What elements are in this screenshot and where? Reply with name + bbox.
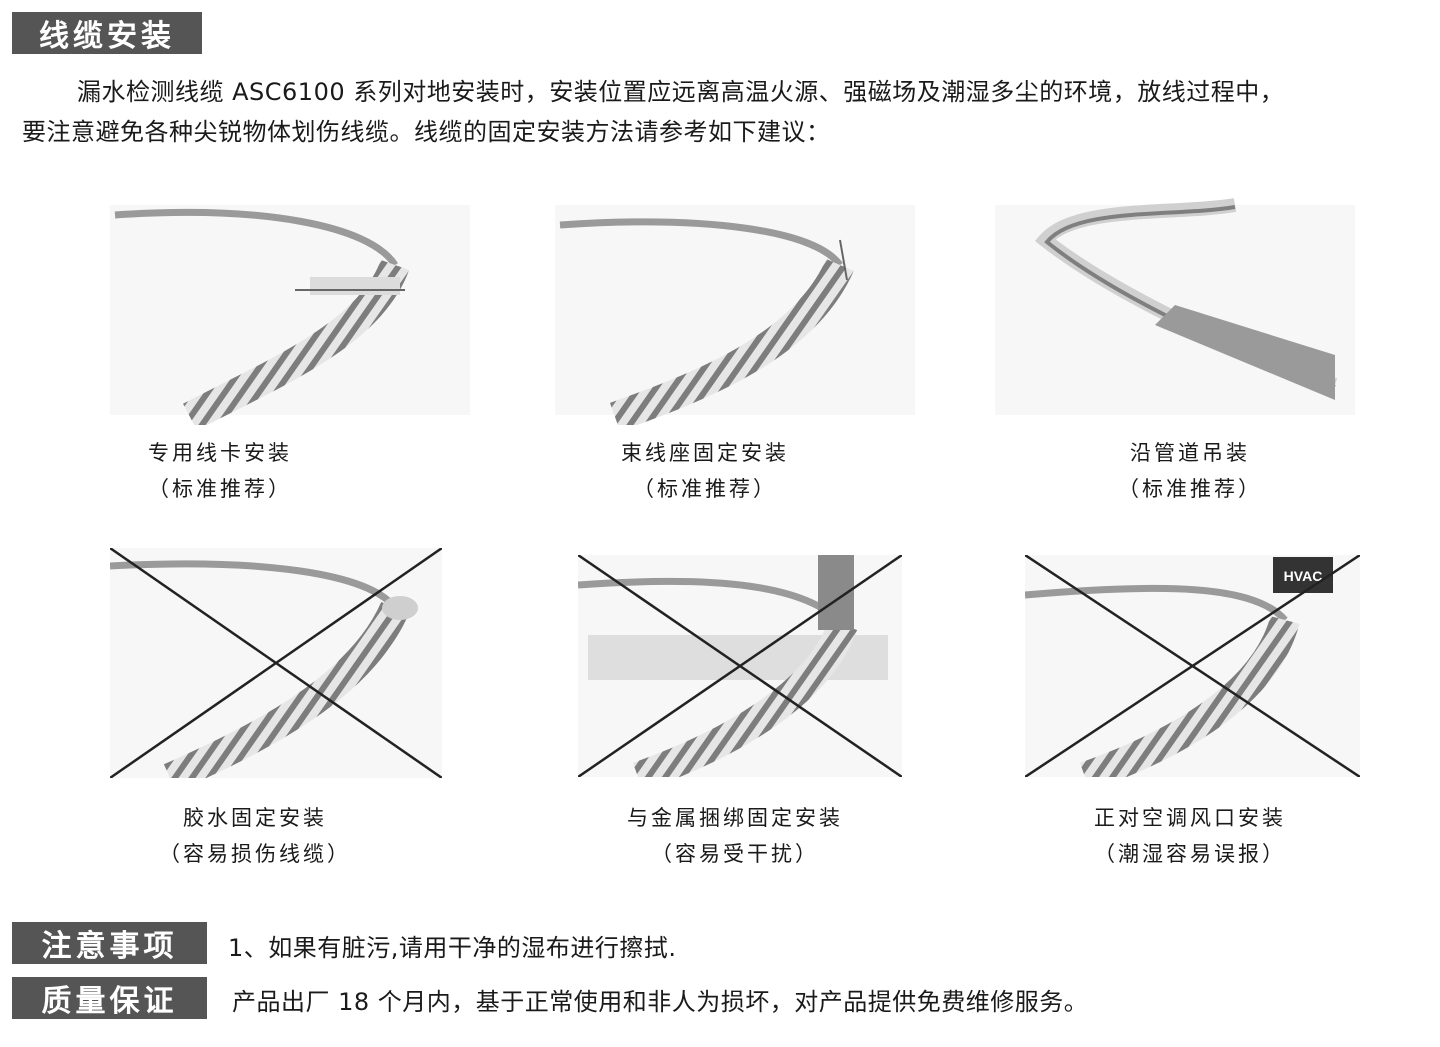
hvac-sign-text: HVAC: [1284, 568, 1323, 584]
caption-note: （容易受干扰）: [651, 842, 819, 866]
warranty-title: 质量保证: [12, 977, 207, 1019]
caption-note: （容易损伤线缆）: [159, 842, 351, 866]
cross-line-icon: [1025, 555, 1360, 777]
warranty-text: 产品出厂 18 个月内，基于正常使用和非人为损坏，对产品提供免费维修服务。: [232, 988, 1089, 1016]
caption-label: 正对空调风口安装: [1094, 806, 1286, 830]
caption-metal-bind: 与金属捆绑固定安装 （容易受干扰）: [555, 800, 915, 872]
notice-text: 1、如果有脏污,请用干净的湿布进行擦拭.: [228, 934, 677, 962]
caption-pipe-hang: 沿管道吊装 （标准推荐）: [1010, 435, 1370, 507]
caption-glue-mount: 胶水固定安装 （容易损伤线缆）: [75, 800, 435, 872]
intro-line-2: 要注意避免各种尖锐物体划伤线缆。线缆的固定安装方法请参考如下建议：: [22, 118, 831, 146]
figure-glue-mount: [110, 548, 442, 778]
figure-hvac-outlet: HVAC: [1025, 555, 1360, 777]
caption-tie-mount: 束线座固定安装 （标准推荐）: [525, 435, 885, 507]
figure-metal-bind: [578, 555, 902, 777]
caption-note: （标准推荐）: [148, 477, 292, 501]
caption-hvac-outlet: 正对空调风口安装 （潮湿容易误报）: [1010, 800, 1370, 872]
hvac-sign-icon: [1273, 557, 1333, 593]
figure-pipe-hang: [995, 185, 1355, 425]
section-title: 线缆安装: [12, 12, 202, 54]
cross-line-icon: [578, 555, 902, 777]
caption-label: 沿管道吊装: [1130, 441, 1250, 465]
caption-label: 专用线卡安装: [148, 441, 292, 465]
caption-note: （标准推荐）: [633, 477, 777, 501]
figure-tie-mount: [555, 185, 915, 425]
caption-note: （标准推荐）: [1118, 477, 1262, 501]
caption-label: 束线座固定安装: [621, 441, 789, 465]
notice-title: 注意事项: [12, 922, 207, 964]
caption-note: （潮湿容易误报）: [1094, 842, 1286, 866]
caption-cable-clip: 专用线卡安装 （标准推荐）: [40, 435, 400, 507]
intro-paragraph: 漏水检测线缆 ASC6100 系列对地安装时，安装位置应远离高温火源、强磁场及潮…: [22, 72, 1432, 152]
caption-label: 与金属捆绑固定安装: [627, 806, 843, 830]
cross-line-icon: [110, 548, 442, 778]
caption-label: 胶水固定安装: [183, 806, 327, 830]
intro-line-1: 漏水检测线缆 ASC6100 系列对地安装时，安装位置应远离高温火源、强磁场及潮…: [77, 78, 1285, 106]
figure-cable-clip: [110, 185, 470, 425]
